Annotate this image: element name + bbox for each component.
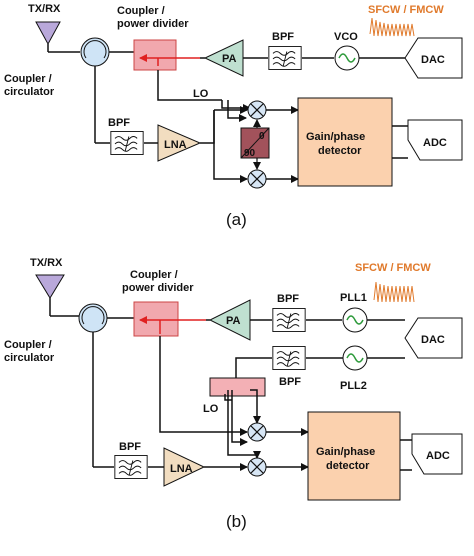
dac-block — [404, 37, 463, 79]
mixer-top-icon — [247, 100, 267, 120]
mixer-top-icon — [247, 422, 267, 442]
chirp-waveform-icon — [369, 17, 415, 37]
bpf-tx-icon — [268, 46, 302, 70]
chirp-waveform-icon — [373, 281, 415, 303]
panel-a: TX/RX Coupler / circulator Coupler / pow… — [4, 3, 463, 229]
lo-divider-box — [209, 377, 266, 397]
coupler-circulator-label-2: circulator — [4, 352, 55, 364]
bpf-tx-label: BPF — [272, 31, 294, 43]
bpf-rx-label: BPF — [119, 441, 141, 453]
detector-label-1: Gain/phase — [316, 446, 375, 458]
dac-block — [404, 317, 463, 359]
caption-a: (a) — [226, 210, 247, 229]
coupler-circulator-label-2: circulator — [4, 86, 55, 98]
coupler-circulator-label-1: Coupler / — [4, 339, 52, 351]
coupler-power-divider-box — [133, 39, 177, 71]
lna-amplifier-icon — [157, 124, 202, 162]
dac-label: DAC — [421, 334, 445, 346]
pa-label: PA — [226, 315, 241, 327]
detector-label-2: detector — [318, 145, 362, 157]
adc-block — [407, 119, 463, 161]
coupler-divider-label-1: Coupler / — [130, 269, 178, 281]
hybrid-0-label: 0 — [259, 131, 265, 142]
vco-label: VCO — [334, 31, 358, 43]
circulator-arrow-icon — [83, 40, 107, 59]
bpf-lo-icon — [272, 346, 306, 370]
bpf-lo-label: BPF — [279, 376, 301, 388]
adc-label: ADC — [423, 137, 447, 149]
pa-label: PA — [222, 53, 237, 65]
antenna-a-shape — [35, 21, 61, 46]
sfcw-fmcw-label: SFCW / FMCW — [355, 262, 431, 274]
mixer-bottom-icon — [247, 457, 267, 477]
circulator-arrow-icon — [81, 306, 105, 325]
coupler-divider-label-2: power divider — [122, 282, 194, 294]
bpf-tx-icon — [272, 308, 306, 332]
adc-block — [411, 433, 463, 475]
caption-b: (b) — [226, 512, 247, 531]
txrx-label: TX/RX — [30, 257, 63, 269]
coupler-circulator-label-1: Coupler / — [4, 73, 52, 85]
hybrid-90-label: 90 — [244, 148, 256, 159]
bpf-tx-label: BPF — [277, 293, 299, 305]
lna-label: LNA — [170, 463, 193, 475]
bpf-rx-label: BPF — [108, 117, 130, 129]
circulator-icon — [78, 303, 108, 333]
bpf-rx-icon — [110, 131, 144, 155]
sfcw-fmcw-label: SFCW / FMCW — [368, 4, 444, 16]
dac-label: DAC — [421, 54, 445, 66]
lo-label: LO — [193, 88, 209, 100]
pll2-label: PLL2 — [340, 380, 367, 392]
mixer-bottom-icon — [247, 169, 267, 189]
lna-amplifier-icon — [163, 447, 206, 487]
gain-phase-detector-box — [307, 411, 401, 501]
coupler-divider-label-2: power divider — [117, 18, 189, 30]
detector-label-1: Gain/phase — [306, 131, 365, 143]
coupler-divider-label-1: Coupler / — [117, 5, 165, 17]
lo-label: LO — [203, 403, 219, 415]
lna-label: LNA — [164, 139, 187, 151]
txrx-label: TX/RX — [28, 3, 61, 15]
detector-label-2: detector — [326, 460, 370, 472]
gain-phase-detector-box — [297, 97, 393, 187]
circulator-icon — [80, 37, 110, 67]
bpf-rx-icon — [114, 455, 148, 479]
pll1-label: PLL1 — [340, 292, 367, 304]
antenna-icon — [35, 21, 80, 53]
antenna-icon — [35, 274, 80, 317]
coupler-power-divider-box — [133, 301, 179, 337]
adc-label: ADC — [426, 450, 450, 462]
panel-b: TX/RX Coupler / circulator Coupler / pow… — [4, 257, 463, 531]
